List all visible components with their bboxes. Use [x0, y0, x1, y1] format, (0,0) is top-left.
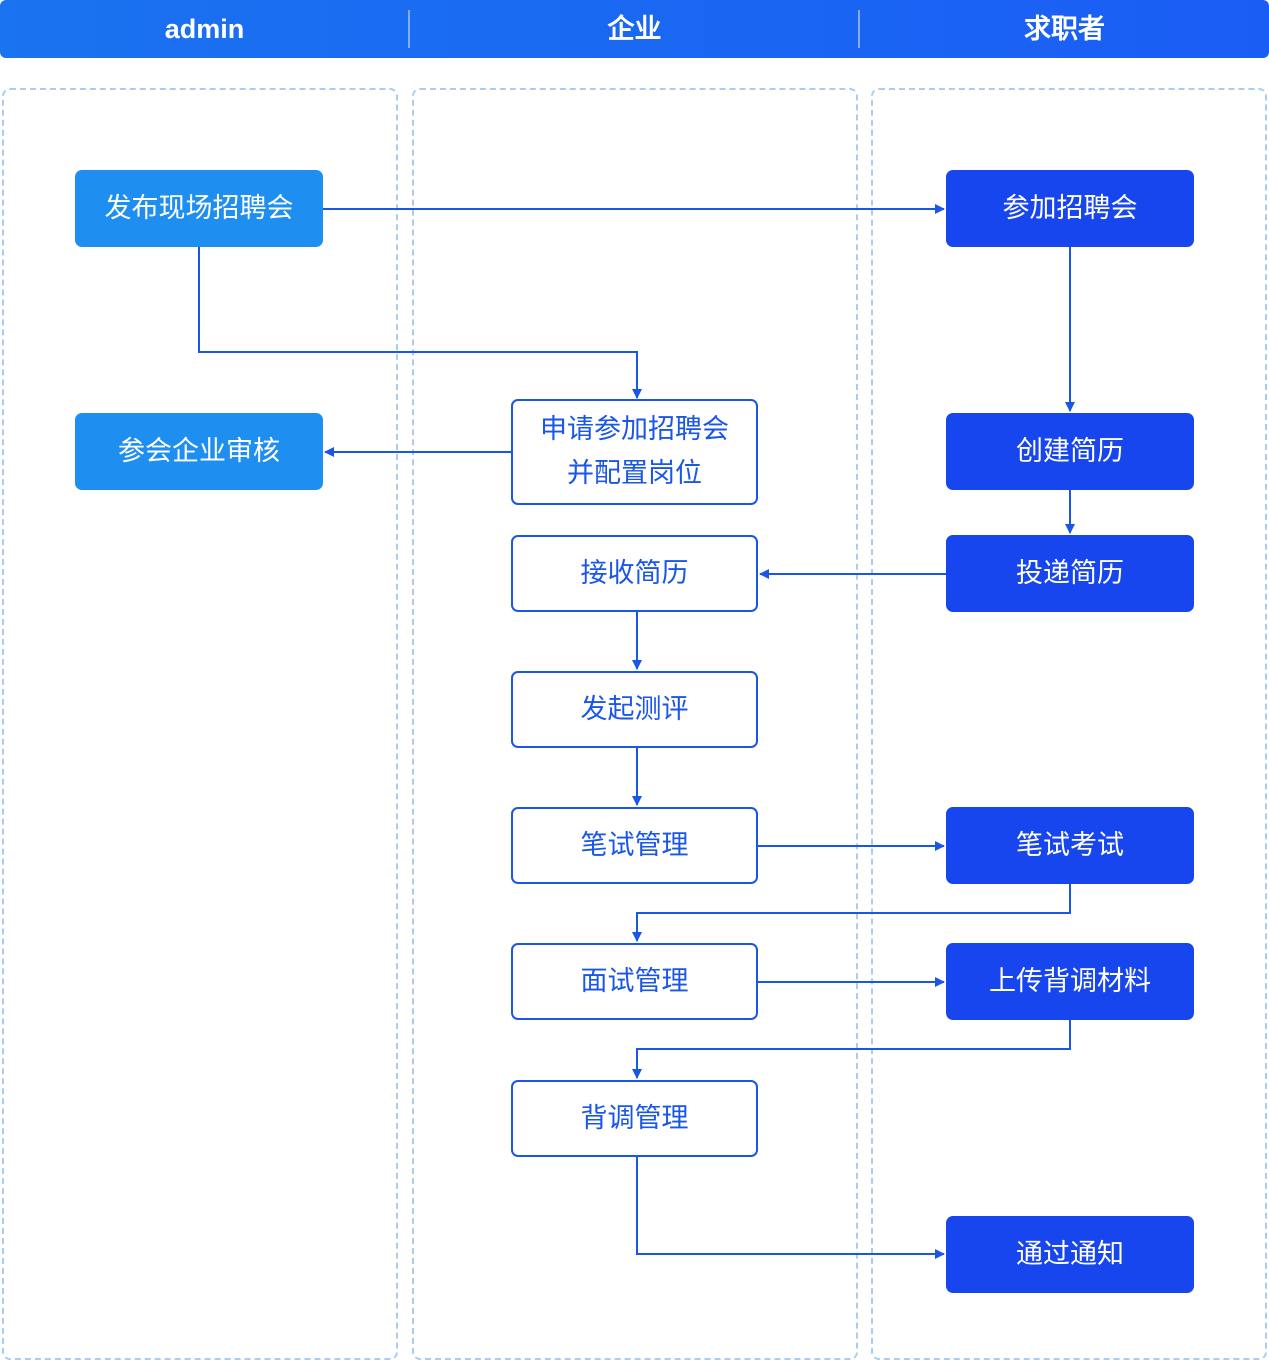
- node-interview-management[interactable]: 面试管理: [511, 943, 758, 1020]
- arrow-exam-to-interview: [632, 884, 1071, 942]
- node-label-line1: 申请参加招聘会: [540, 414, 729, 445]
- lane-company: [412, 88, 858, 1360]
- node-upload-background-materials[interactable]: 上传背调材料: [946, 943, 1194, 1020]
- node-receive-resume[interactable]: 接收简历: [511, 535, 758, 612]
- node-label: 创建简历: [1016, 435, 1124, 467]
- node-label: 参加招聘会: [1002, 192, 1138, 224]
- header-seeker: 求职者: [1024, 14, 1105, 44]
- header-divider: [408, 10, 410, 48]
- node-pass-notification[interactable]: 通过通知: [946, 1216, 1194, 1293]
- node-label: 背调管理: [580, 1102, 689, 1134]
- node-label: 发起测评: [580, 693, 689, 725]
- lane-admin: [2, 88, 398, 1360]
- node-label: 笔试考试: [1016, 829, 1124, 861]
- node-label: 投递简历: [1016, 557, 1124, 589]
- node-background-check-management[interactable]: 背调管理: [511, 1080, 758, 1157]
- node-label: 笔试管理: [580, 829, 689, 861]
- node-label: 发布现场招聘会: [104, 192, 294, 224]
- header-company: 企业: [607, 14, 662, 44]
- node-apply-configure-positions[interactable]: 申请参加招聘会 并配置岗位: [511, 399, 758, 505]
- node-written-test-management[interactable]: 笔试管理: [511, 807, 758, 884]
- arrow-background-to-notice: [636, 1156, 945, 1259]
- node-label-line2: 并配置岗位: [567, 458, 702, 489]
- node-join-job-fair[interactable]: 参加招聘会: [946, 170, 1194, 247]
- node-label: 上传背调材料: [989, 965, 1151, 997]
- node-written-exam[interactable]: 笔试考试: [946, 807, 1194, 884]
- node-review-companies[interactable]: 参会企业审核: [75, 413, 323, 490]
- node-label: 面试管理: [580, 965, 689, 997]
- header-admin: admin: [164, 14, 245, 44]
- arrow-publish-to-apply: [198, 247, 642, 399]
- node-submit-resume[interactable]: 投递简历: [946, 535, 1194, 612]
- node-label: 通过通知: [1016, 1238, 1124, 1270]
- node-create-resume[interactable]: 创建简历: [946, 413, 1194, 490]
- node-label: 参会企业审核: [118, 435, 280, 467]
- lane-seeker: [871, 88, 1267, 1360]
- arrow-upload-to-background: [632, 1020, 1071, 1079]
- node-publish-job-fair[interactable]: 发布现场招聘会: [75, 170, 323, 247]
- header-divider: [858, 10, 860, 48]
- node-label: 接收简历: [580, 557, 689, 589]
- swimlane-header: admin 企业 求职者: [0, 0, 1269, 58]
- node-start-assessment[interactable]: 发起测评: [511, 671, 758, 748]
